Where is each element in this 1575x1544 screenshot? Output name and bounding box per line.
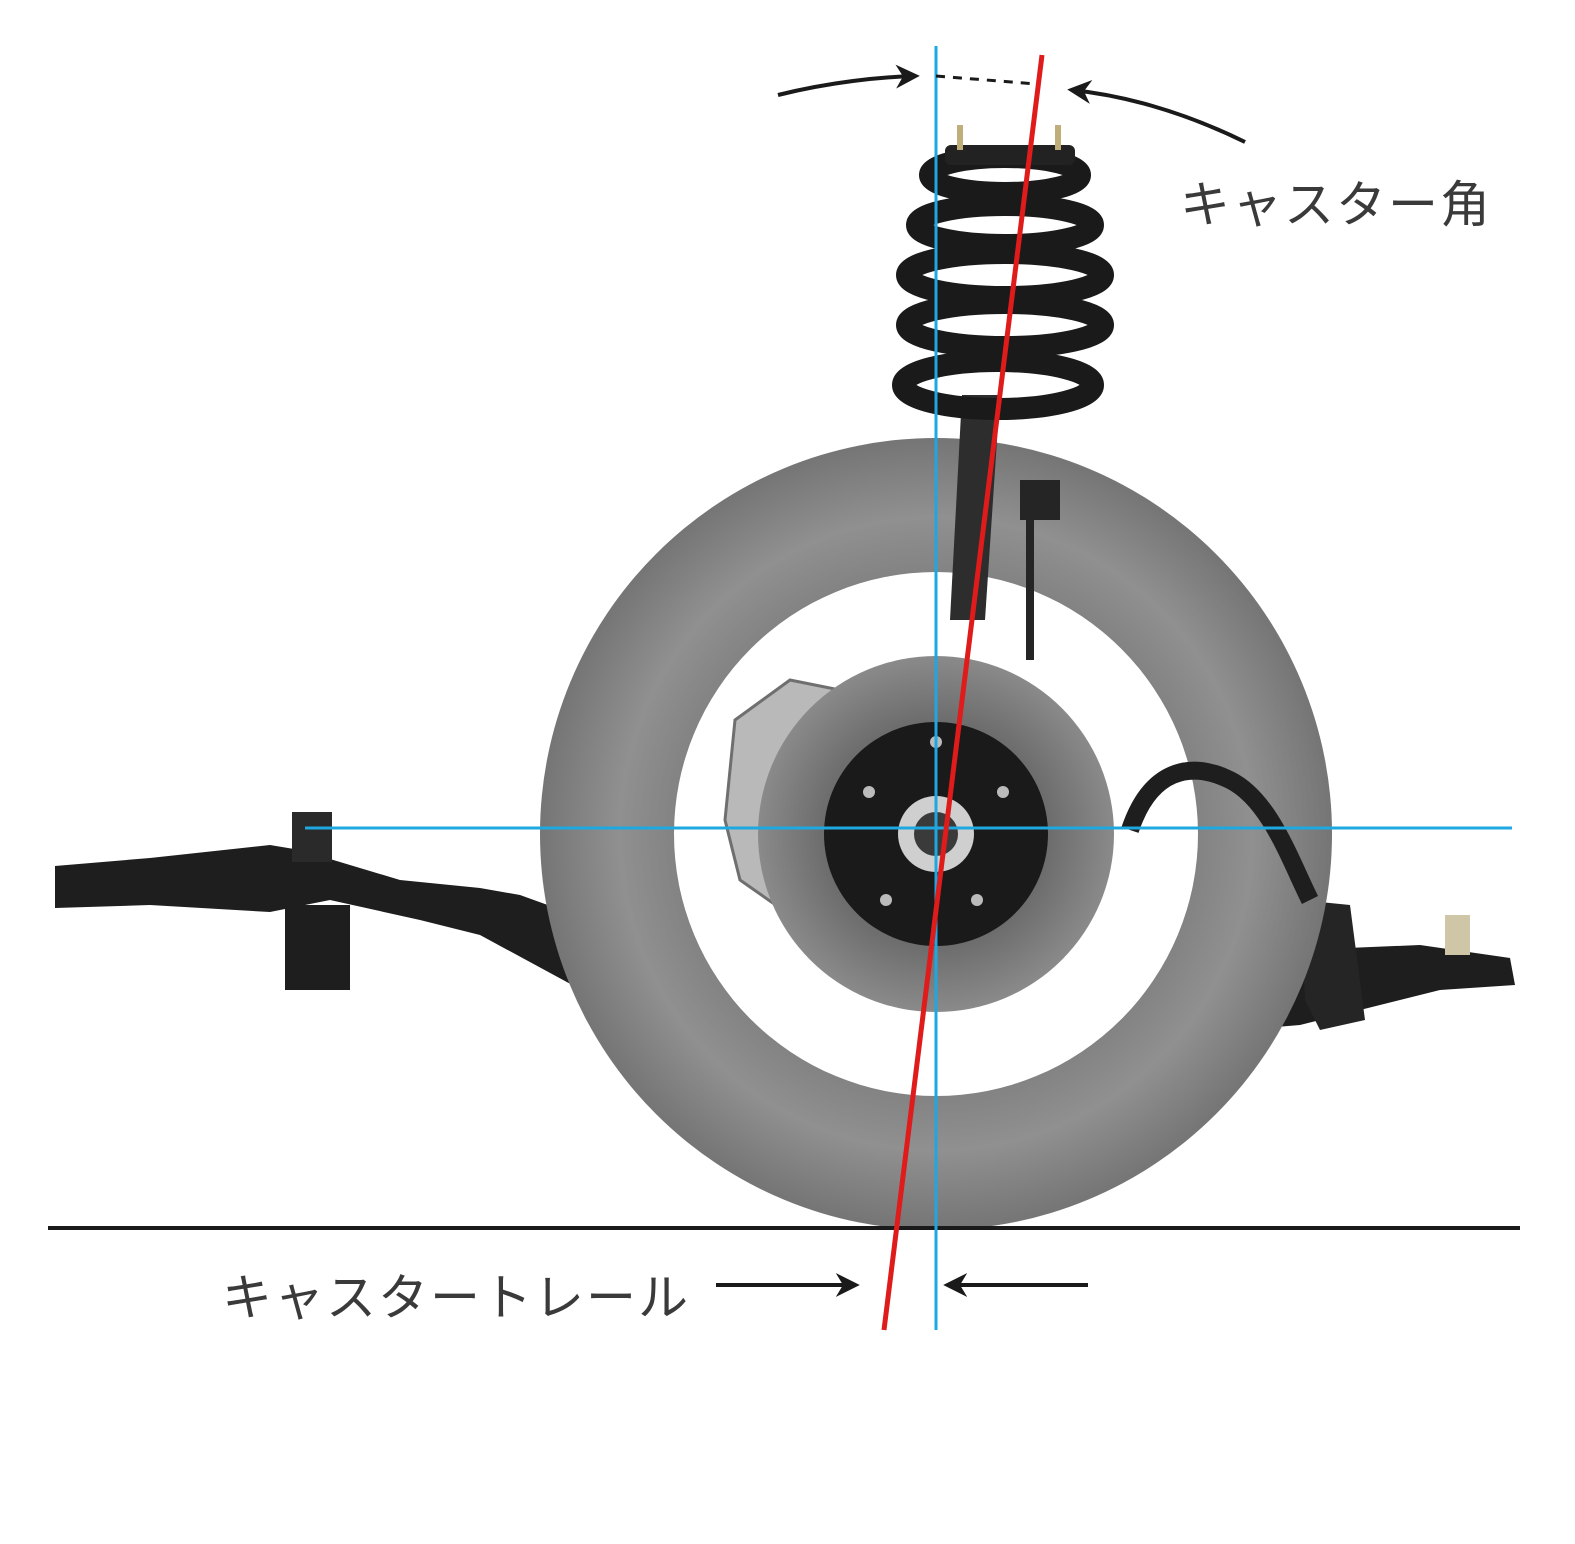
caster-angle-arrow-left-icon [777,64,920,97]
strut [950,395,1060,660]
strut-mount [945,125,1075,165]
stabilizer-bar [1121,761,1319,905]
caster-angle-label: キャスター角 [1180,176,1492,234]
steering-axis-line [881,54,1045,1331]
caster-trail-label: キャスタートレール [222,1269,690,1327]
caster-angle-dotted-line [935,74,1037,86]
coil-spring [892,146,1114,420]
caster-angle-arrow-right-icon [1067,80,1246,144]
